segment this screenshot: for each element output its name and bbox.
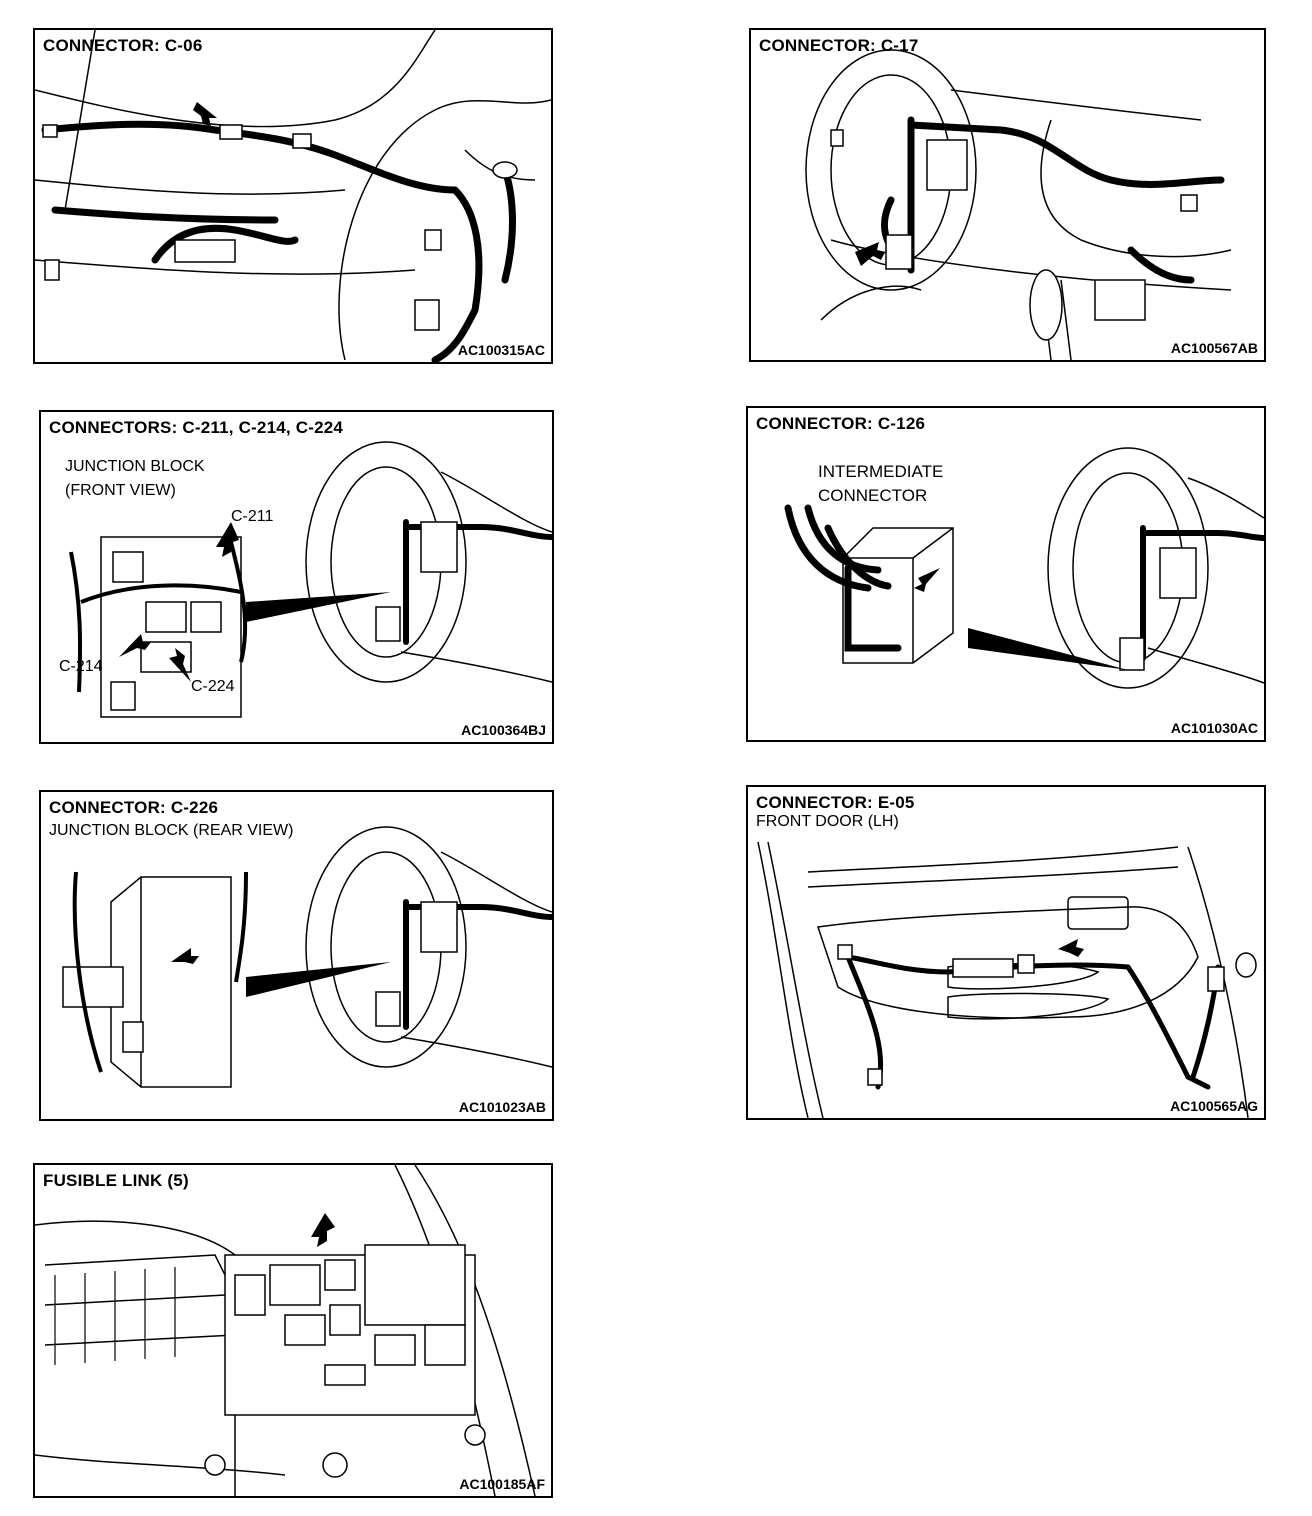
panel-title: CONNECTOR: E-05 <box>756 793 915 812</box>
engine-bay-fuse-box-illustration <box>35 1165 551 1496</box>
panel-connector-c226: CONNECTOR: C-226 JUNCTION BLOCK (REAR VI… <box>39 790 554 1121</box>
panel-connector-c126: CONNECTOR: C-126 INTERMEDIATE CONNECTOR … <box>746 406 1266 742</box>
callout-c224: C-224 <box>191 678 235 695</box>
arrow-icon <box>1058 939 1084 957</box>
panel-connector-e05: CONNECTOR: E-05 FRONT DOOR (LH) AC100565… <box>746 785 1266 1120</box>
figure-code: AC100315AC <box>457 342 545 358</box>
front-door-harness-illustration <box>748 787 1264 1118</box>
callout-c211: C-211 <box>231 508 274 525</box>
arrow-icon <box>311 1213 335 1247</box>
arrow-icon <box>171 948 199 964</box>
panel-subtitle: JUNCTION BLOCK (REAR VIEW) <box>49 822 294 839</box>
panel-title: CONNECTOR: C-17 <box>759 36 919 55</box>
arrow-icon <box>914 568 940 592</box>
junction-block-front-illustration <box>41 412 552 742</box>
junction-block-rear-illustration <box>41 792 552 1088</box>
panel-connectors-c211-c214-c224: CONNECTORS: C-211, C-214, C-224 JUNCTION… <box>39 410 554 744</box>
dashboard-harness-illustration <box>35 30 551 362</box>
arrow-icon <box>855 242 885 266</box>
figure-code: AC100565AG <box>1170 1098 1258 1114</box>
instrument-panel-harness-illustration <box>751 30 1264 360</box>
panel-title: CONNECTOR: C-226 <box>49 798 219 817</box>
panel-title: CONNECTORS: C-211, C-214, C-224 <box>49 418 344 437</box>
panel-connector-c17: CONNECTOR: C-17 AC100567AB <box>749 28 1266 362</box>
subtitle-line-1: JUNCTION BLOCK <box>65 458 205 475</box>
figure-code: AC100364BJ <box>461 722 546 738</box>
callout-connector: CONNECTOR <box>818 486 928 505</box>
callout-intermediate: INTERMEDIATE <box>818 462 944 481</box>
arrow-icon <box>119 634 151 657</box>
panel-connector-c06: CONNECTOR: C-06 AC100315AC <box>33 28 553 364</box>
figure-code: AC101030AC <box>1170 720 1258 736</box>
callout-c214: C-214 <box>59 658 103 675</box>
figure-code: AC101023AB <box>458 1099 546 1115</box>
arrow-icon <box>169 648 191 682</box>
panel-title: CONNECTOR: C-126 <box>756 414 926 433</box>
subtitle-line-2: (FRONT VIEW) <box>65 482 176 499</box>
figure-code: AC100185AF <box>459 1476 545 1492</box>
panel-title: CONNECTOR: C-06 <box>43 36 203 55</box>
figure-code: AC100567AB <box>1170 340 1258 356</box>
intermediate-connector-illustration <box>748 408 1264 740</box>
arrow-icon <box>216 522 239 557</box>
panel-fusible-link: FUSIBLE LINK (5) AC100185AF <box>33 1163 553 1498</box>
panel-subtitle: FRONT DOOR (LH) <box>756 813 899 830</box>
panel-title: FUSIBLE LINK (5) <box>43 1171 189 1190</box>
arrow-icon <box>193 102 217 126</box>
